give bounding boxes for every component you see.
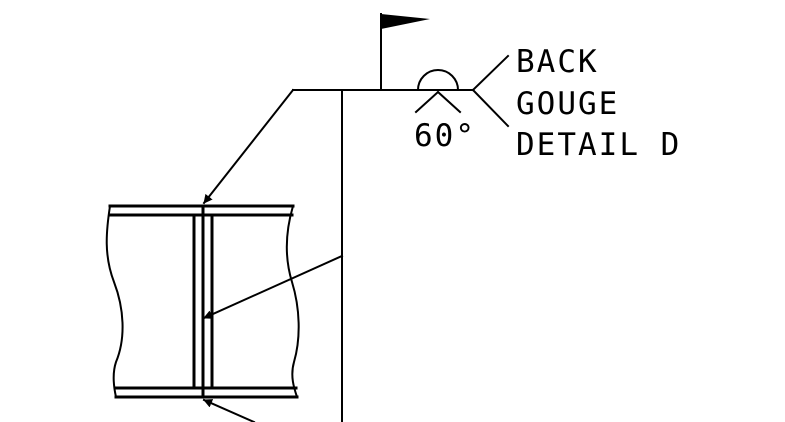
groove-weld-symbol [414, 90, 462, 114]
field-weld-flag-icon [380, 13, 430, 91]
back-gouge-symbol [416, 69, 460, 92]
callout-line-back: BACK [516, 44, 599, 80]
callout-line-detail: DETAIL D [516, 127, 681, 163]
web-leader-arrow [202, 254, 344, 320]
bottom-leader-arrow [202, 398, 256, 422]
callout-line-gouge: GOUGE [516, 86, 619, 122]
weld-symbol-tail [471, 54, 510, 128]
groove-angle-label: 60° [414, 118, 476, 154]
leader-arrow [202, 88, 295, 205]
beam-section [105, 204, 300, 399]
